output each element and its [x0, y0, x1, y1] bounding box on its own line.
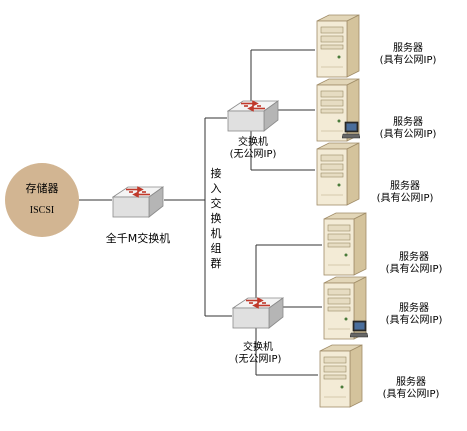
storage-title: 存储器	[25, 182, 59, 195]
server-subtitle: (具有公网IP)	[379, 129, 437, 140]
workstation-icon	[342, 121, 360, 139]
server-icon	[315, 13, 361, 79]
storage-node: 存储器 ISCSI	[5, 163, 79, 237]
server-title: 服务器	[399, 252, 429, 263]
server-title: 服务器	[399, 303, 429, 314]
core-switch-label: 全千M交换机	[105, 232, 171, 245]
server-label: 服务器 (具有公网IP)	[368, 43, 448, 67]
server-icon	[318, 343, 364, 409]
server-subtitle: (具有公网IP)	[379, 55, 437, 66]
switch-cluster-label: 接入交换机组群	[210, 167, 222, 270]
server-title: 服务器	[393, 117, 423, 128]
access-switch-label: 交换机 (无公网IP)	[218, 342, 298, 366]
server-label: 服务器 (具有公网IP)	[365, 181, 445, 205]
workstation-icon	[350, 320, 368, 338]
server-label: 服务器 (具有公网IP)	[374, 252, 454, 276]
access-switch-icon	[232, 297, 284, 329]
server-subtitle: (具有公网IP)	[385, 264, 443, 275]
server-label: 服务器 (具有公网IP)	[368, 117, 448, 141]
server-subtitle: (具有公网IP)	[376, 193, 434, 204]
server-title: 服务器	[393, 43, 423, 54]
access-switch-subtitle: (无公网IP)	[229, 149, 277, 160]
access-switch-label: 交换机 (无公网IP)	[213, 137, 293, 161]
access-switch-icon	[227, 100, 279, 132]
access-switch-title: 交换机	[243, 342, 273, 353]
server-label: 服务器 (具有公网IP)	[371, 377, 451, 401]
access-switch-title: 交换机	[238, 137, 268, 148]
server-subtitle: (具有公网IP)	[385, 315, 443, 326]
storage-subtitle: ISCSI	[29, 205, 55, 216]
server-title: 服务器	[390, 181, 420, 192]
server-title: 服务器	[396, 377, 426, 388]
core-switch-icon	[112, 186, 164, 218]
server-subtitle: (具有公网IP)	[382, 389, 440, 400]
server-label: 服务器 (具有公网IP)	[374, 303, 454, 327]
access-switch-subtitle: (无公网IP)	[234, 354, 282, 365]
server-icon	[315, 141, 361, 207]
server-icon	[322, 211, 368, 277]
